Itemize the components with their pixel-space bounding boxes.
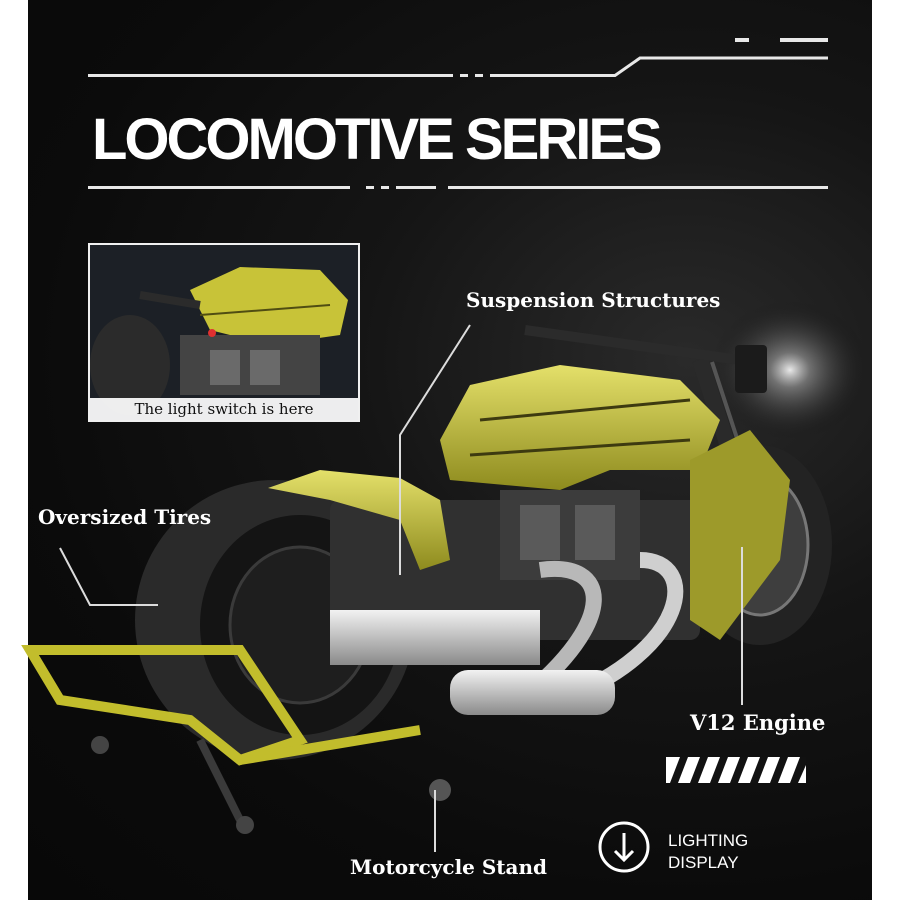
down-arrow-circle-icon (598, 821, 650, 873)
page-title: LOCOMOTIVE SERIES (92, 107, 663, 172)
light-switch-inset: The light switch is here (88, 243, 360, 422)
lighting-display-label: LIGHTING DISPLAY (668, 830, 748, 874)
lighting-line-1: LIGHTING (668, 831, 749, 850)
header-decor-lines (88, 38, 828, 189)
callout-stand: Motorcycle Stand (350, 855, 548, 879)
inset-caption: The light switch is here (90, 398, 358, 420)
callout-suspension: Suspension Structures (466, 288, 721, 312)
callout-engine: V12 Engine (690, 710, 826, 735)
callout-tires: Oversized Tires (38, 505, 212, 529)
lighting-line-2: DISPLAY (668, 853, 739, 872)
hazard-stripe (666, 757, 806, 783)
inset-illustration (90, 245, 358, 420)
